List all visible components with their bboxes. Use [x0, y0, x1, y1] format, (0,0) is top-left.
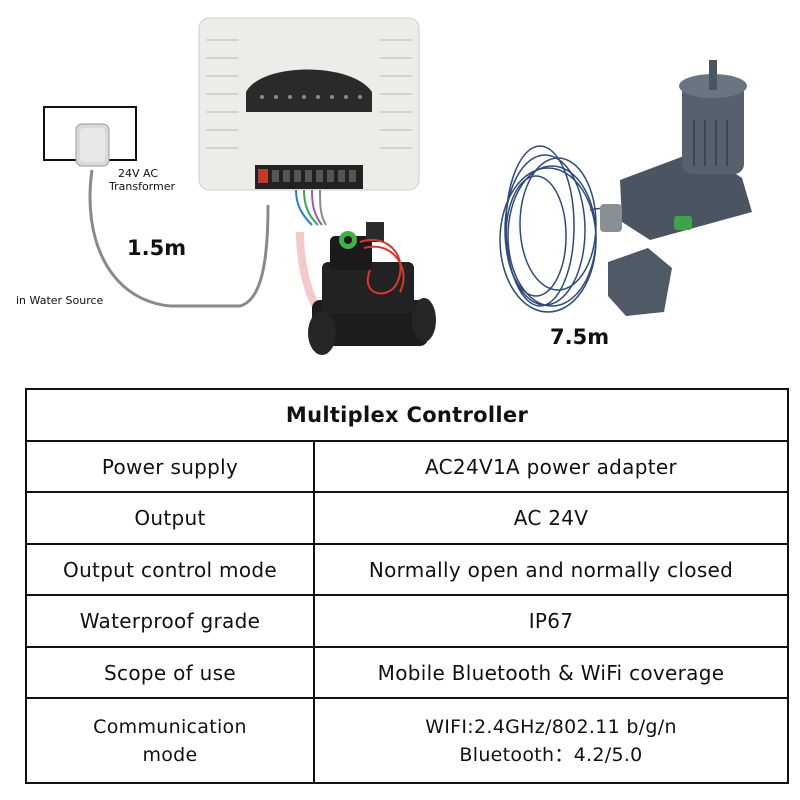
cable-length-sensor: 7.5m: [550, 325, 610, 349]
solenoid-valve: [308, 222, 436, 355]
row-label: Scope of use: [25, 646, 315, 699]
comm-label-line2: mode: [142, 743, 198, 766]
controller-box: [198, 17, 420, 191]
row-label: Waterproof grade: [25, 594, 315, 648]
row-value: AC24V1A power adapter: [313, 440, 789, 493]
comm-value-line1: WIFI:2.4GHz/802.11 b/g/n: [425, 715, 677, 738]
power-adapter-icon: [75, 123, 110, 167]
table-row: Output AC 24V: [25, 491, 789, 545]
row-value: AC 24V: [313, 491, 789, 545]
table-title-row: Multiplex Controller: [25, 388, 789, 442]
table-row: Communication mode WIFI:2.4GHz/802.11 b/…: [25, 697, 789, 784]
table-row: Power supply AC24V1A power adapter: [25, 440, 789, 493]
row-value: Normally open and normally closed: [313, 543, 789, 596]
diagram-illustration: [43, 17, 752, 355]
row-label: Power supply: [25, 440, 315, 493]
power-cable: [88, 169, 270, 308]
table-row: Output control mode Normally open and no…: [25, 543, 789, 596]
row-label: Output control mode: [25, 543, 315, 596]
row-label: Output: [25, 491, 315, 545]
water-source-label: in Water Source: [16, 294, 104, 307]
comm-value-cell: WIFI:2.4GHz/802.11 b/g/n Bluetooth：4.2/5…: [313, 697, 789, 784]
transformer-label-line2: Transformer: [109, 180, 176, 193]
comm-label-line1: Communication: [93, 715, 247, 738]
comm-value-line2: Bluetooth：4.2/5.0: [459, 743, 643, 766]
terminal-wires: [295, 189, 327, 226]
table-row: Waterproof grade IP67: [25, 594, 789, 648]
row-value: IP67: [313, 594, 789, 648]
comm-label-cell: Communication mode: [25, 697, 315, 784]
transformer-label-line1: 24V AC: [118, 167, 159, 180]
row-value: Mobile Bluetooth & WiFi coverage: [313, 646, 789, 699]
table-title: Multiplex Controller: [25, 388, 789, 442]
product-diagram: 24V AC Transformer 1.5m in Water Source …: [0, 0, 800, 380]
spec-table: Multiplex Controller Power supply AC24V1…: [25, 388, 789, 784]
rain-sensor: [600, 60, 752, 316]
cable-length-controller: 1.5m: [127, 236, 187, 260]
table-row: Scope of use Mobile Bluetooth & WiFi cov…: [25, 646, 789, 699]
coiled-cable: [499, 145, 631, 313]
